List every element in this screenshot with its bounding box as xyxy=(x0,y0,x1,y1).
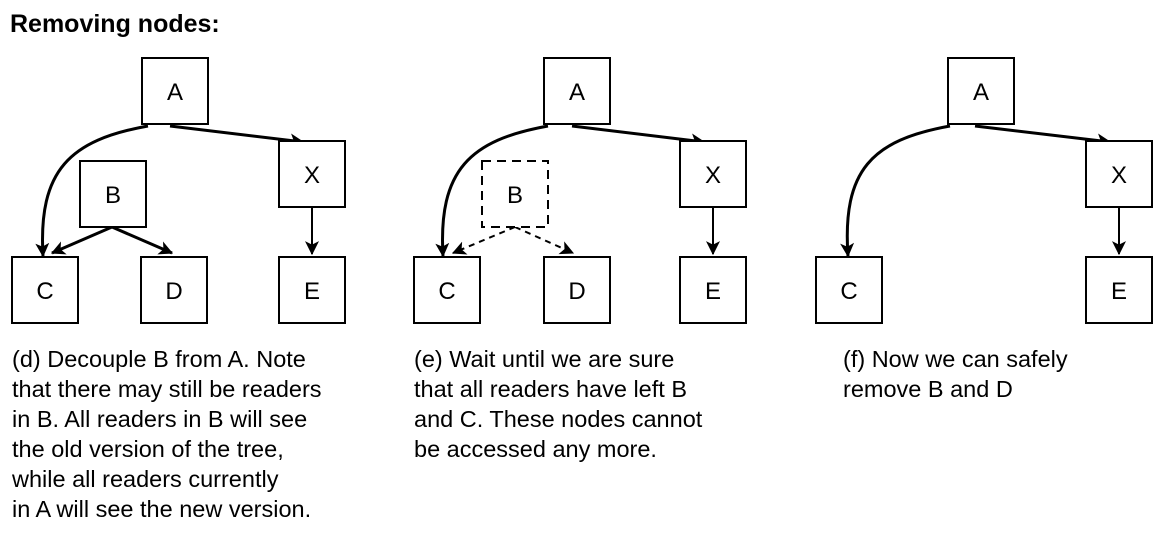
svg-text:B: B xyxy=(507,182,523,209)
caption-e: (e) Wait until we are sure that all read… xyxy=(414,344,824,464)
caption-line: (d) Decouple B from A. Note xyxy=(12,346,306,372)
svg-text:A: A xyxy=(569,79,585,106)
caption-line: remove B and D xyxy=(843,376,1013,402)
svg-text:E: E xyxy=(705,278,721,305)
node-a: A xyxy=(543,57,611,125)
svg-text:C: C xyxy=(840,278,857,305)
svg-text:D: D xyxy=(568,278,585,305)
edge-a-x xyxy=(571,124,706,148)
edge-a-x xyxy=(169,124,305,148)
caption-line: the old version of the tree, xyxy=(12,436,284,462)
diagram-title: Removing nodes: xyxy=(10,10,220,38)
node-a: A xyxy=(947,57,1015,125)
node-x: X xyxy=(1085,140,1153,208)
node-d: D xyxy=(543,256,611,324)
svg-text:X: X xyxy=(705,162,721,189)
svg-text:D: D xyxy=(165,278,182,305)
svg-text:E: E xyxy=(1111,278,1127,305)
node-a: A xyxy=(141,57,209,125)
svg-text:B: B xyxy=(105,182,121,209)
edge-b-d xyxy=(111,225,174,255)
edge-a-x xyxy=(974,124,1112,148)
caption-f: (f) Now we can safely remove B and D xyxy=(843,344,1153,404)
caption-line: be accessed any more. xyxy=(414,436,657,462)
caption-line: in A will see the new version. xyxy=(12,496,312,522)
edge-a-c xyxy=(35,124,149,258)
edge-a-c xyxy=(840,124,951,258)
svg-text:A: A xyxy=(973,79,989,106)
node-c: C xyxy=(413,256,481,324)
svg-text:C: C xyxy=(438,278,455,305)
svg-text:X: X xyxy=(304,162,320,189)
caption-line: that all readers have left B xyxy=(414,376,688,402)
panel-e: A B X C D E xyxy=(413,57,747,324)
panel-d: A B X C D E xyxy=(11,57,346,324)
node-c: C xyxy=(815,256,883,324)
node-x: X xyxy=(278,140,346,208)
caption-line: and C. These nodes cannot xyxy=(414,406,703,432)
edge-b-c-dashed xyxy=(451,226,516,255)
node-e: E xyxy=(679,256,747,324)
node-e: E xyxy=(1085,256,1153,324)
svg-text:C: C xyxy=(36,278,53,305)
caption-d: (d) Decouple B from A. Note that there m… xyxy=(12,344,422,524)
edge-b-d-dashed xyxy=(514,226,575,255)
node-d: D xyxy=(140,256,208,324)
node-x: X xyxy=(679,140,747,208)
edge-b-c xyxy=(50,225,113,255)
edge-a-c xyxy=(435,124,549,258)
panel-f: A X C E xyxy=(815,57,1153,324)
node-b-dashed: B xyxy=(481,160,549,228)
caption-line: while all readers currently xyxy=(12,466,279,492)
node-b: B xyxy=(79,160,147,228)
svg-text:E: E xyxy=(304,278,320,305)
caption-line: that there may still be readers xyxy=(12,376,322,402)
node-e: E xyxy=(278,256,346,324)
caption-line: (f) Now we can safely xyxy=(843,346,1068,372)
node-c: C xyxy=(11,256,79,324)
svg-text:A: A xyxy=(167,79,183,106)
caption-line: in B. All readers in B will see xyxy=(12,406,308,432)
caption-line: (e) Wait until we are sure xyxy=(414,346,675,372)
svg-text:X: X xyxy=(1111,162,1127,189)
